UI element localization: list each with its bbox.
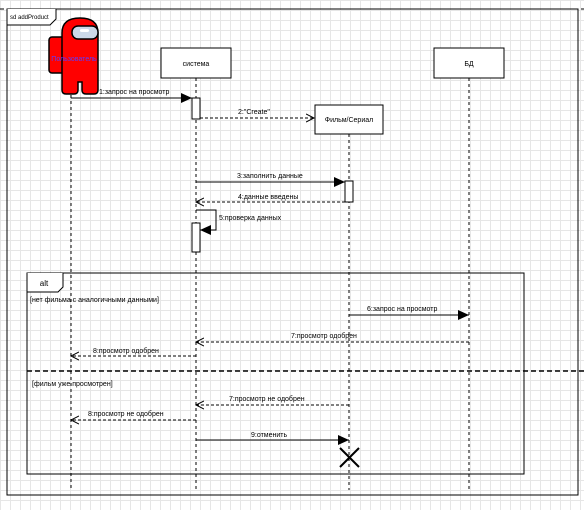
- message-label-4: 4:данные введены: [238, 194, 298, 201]
- db-box[interactable]: [433, 47, 505, 79]
- message-label-7b: 7:просмотр не одобрен: [229, 395, 305, 403]
- message-label-8b: 8:просмотр не одобрен: [88, 410, 164, 418]
- film-activation-1: [344, 180, 354, 203]
- system-label: система: [183, 61, 210, 68]
- alt-operator-tab: [26, 273, 64, 293]
- alt-operator: alt: [40, 279, 49, 288]
- system-activation-2: [191, 222, 201, 253]
- message-label-2: 2:"Create": [238, 109, 270, 116]
- destroy-mark-icon: [339, 447, 360, 468]
- db-label: БД: [464, 61, 474, 68]
- message-label-7: 7:просмотр одобрен: [291, 332, 357, 340]
- film-label: Фильм/Сериал: [325, 117, 373, 124]
- alt-guard-1: [нет фильма с аналогичными данными]: [30, 297, 159, 304]
- frame-title-tab: [6, 9, 57, 26]
- actor-visor: [71, 25, 99, 40]
- message-label-6: 6:запрос на просмотр: [367, 306, 438, 313]
- message-arrow-5: [196, 209, 217, 235]
- alt-fragment: [26, 272, 525, 475]
- message-label-8a: 8:просмотр одобрен: [93, 347, 159, 355]
- actor-figure[interactable]: [48, 17, 99, 95]
- system-activation-1: [191, 97, 201, 120]
- message-label-5: 5:проверка данных: [219, 215, 282, 222]
- message-label-1: 1:запрос на просмотр: [99, 89, 170, 96]
- system-box[interactable]: [160, 47, 232, 79]
- sequence-frame: [6, 8, 579, 496]
- actor-visor-shine: [80, 29, 89, 32]
- actor-label: Пользователь: [51, 56, 97, 63]
- frame-title: sd addProduct: [10, 15, 49, 21]
- alt-guard-2: [фильм уже просмотрен]: [32, 381, 113, 388]
- message-label-3: 3:заполнить данные: [237, 173, 303, 180]
- message-label-9: 9:отменить: [251, 432, 287, 439]
